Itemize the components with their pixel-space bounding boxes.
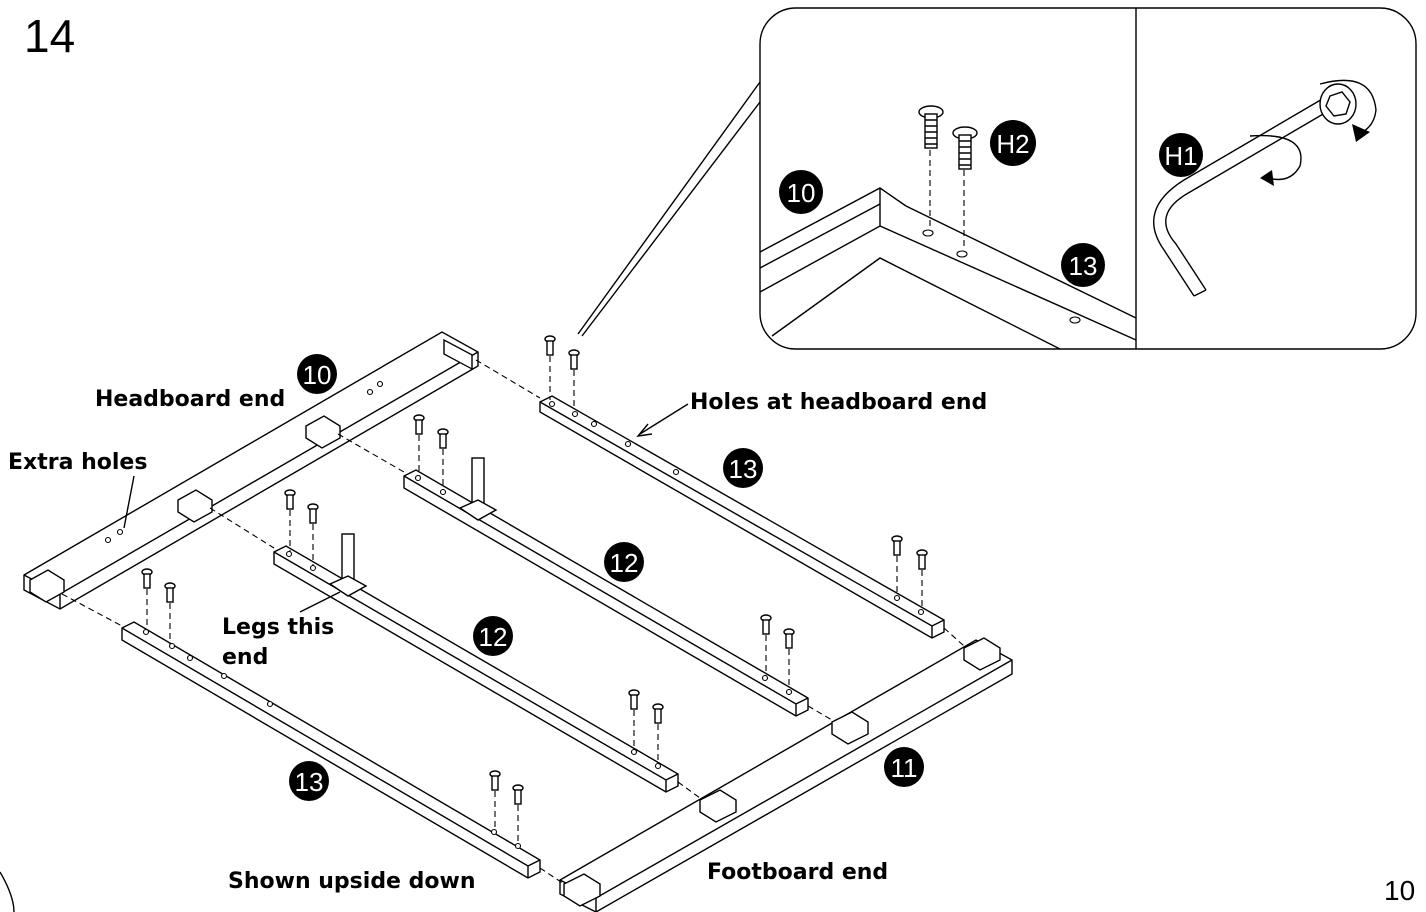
leader-lines	[123, 403, 689, 613]
svg-text:13: 13	[729, 454, 758, 484]
screw-icon	[284, 489, 296, 552]
screws	[141, 335, 928, 844]
rail-13-bottom	[121, 621, 541, 879]
label-legs-this-end-line2: end	[222, 645, 268, 670]
step-number: 14	[24, 10, 75, 62]
badge-part-10: 10	[297, 354, 337, 394]
screw-icon	[783, 628, 795, 690]
badge-part-13-detail: 13	[1061, 243, 1105, 287]
svg-text:11: 11	[891, 753, 918, 783]
badge-part-13-bottom: 13	[289, 761, 329, 801]
screw-icon	[437, 428, 449, 490]
detail-inset: 10 13 H2 H1	[577, 7, 1417, 350]
label-shown-upside-down: Shown upside down	[228, 869, 476, 894]
screw-icon	[760, 614, 772, 676]
badge-part-12-upper: 12	[604, 542, 644, 582]
label-holes-at-headboard-end: Holes at headboard end	[690, 390, 987, 415]
screw-icon	[628, 689, 640, 750]
page-corner-arc	[0, 871, 15, 912]
screw-icon	[544, 335, 556, 400]
svg-text:10: 10	[787, 178, 816, 208]
screw-icon	[512, 784, 524, 844]
screw-icon	[568, 349, 580, 410]
screw-icon	[916, 549, 928, 610]
svg-text:12: 12	[610, 548, 639, 578]
alignment-lines	[61, 359, 965, 885]
svg-text:13: 13	[1069, 251, 1098, 281]
rail-12-upper	[403, 457, 809, 717]
rail-13-top	[539, 395, 945, 639]
screw-icon	[164, 582, 176, 644]
svg-text:10: 10	[303, 360, 332, 390]
label-footboard-end: Footboard end	[707, 860, 888, 885]
rail-11	[559, 637, 1013, 912]
h2-bolt-icon	[918, 105, 978, 170]
svg-text:H1: H1	[1164, 141, 1197, 171]
screw-icon	[489, 770, 501, 830]
label-extra-holes: Extra holes	[8, 450, 147, 475]
badge-part-10-detail: 10	[779, 170, 823, 214]
label-legs-this-end-line1: Legs this	[222, 615, 334, 640]
screw-icon	[141, 568, 153, 630]
badge-h1: H1	[1159, 133, 1203, 177]
rail-10	[23, 331, 479, 610]
screw-icon	[307, 503, 319, 566]
screw-icon	[652, 703, 664, 764]
bed-frame	[23, 331, 1013, 912]
badge-part-13-top: 13	[723, 448, 763, 488]
screw-icon	[413, 414, 425, 476]
screw-icon	[891, 535, 903, 596]
badge-h2: H2	[990, 120, 1036, 166]
badge-part-12-lower: 12	[473, 616, 513, 656]
badge-part-11: 11	[884, 747, 924, 787]
detail-rail-joint	[759, 150, 1137, 350]
rail-12-lower	[273, 533, 679, 793]
svg-text:H2: H2	[996, 129, 1029, 159]
allen-key-h1-icon	[1153, 79, 1377, 297]
page-number: 10	[1384, 875, 1415, 906]
svg-text:12: 12	[479, 622, 508, 652]
svg-text:13: 13	[295, 767, 324, 797]
label-headboard-end: Headboard end	[95, 387, 285, 412]
